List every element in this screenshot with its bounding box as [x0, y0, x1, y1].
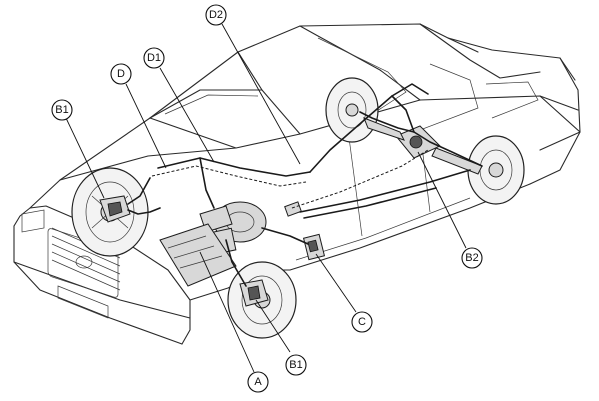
leader-a: [199, 251, 255, 373]
leader-d: [125, 83, 167, 169]
callout-b2-label: B2: [465, 252, 478, 264]
callout-leaders: [65, 23, 467, 373]
leader-b1-front: [255, 299, 291, 353]
callout-b1-front: B1: [285, 354, 307, 376]
callout-d-label: D: [117, 68, 125, 80]
front-right-caliper: [239, 279, 269, 307]
front-left-caliper: [99, 195, 131, 223]
leader-d1: [159, 67, 215, 163]
callout-c: C: [351, 311, 373, 333]
pressure-regulator: [302, 233, 326, 261]
license-plate: [57, 285, 109, 319]
brake-lines: [127, 83, 483, 287]
rear-axle-assembly: [363, 117, 483, 175]
callout-a: A: [247, 371, 269, 393]
rear-right-wheel: [467, 135, 525, 205]
leader-b2: [417, 151, 467, 249]
leader-c: [315, 253, 357, 313]
callout-d: D: [110, 63, 132, 85]
callout-c-label: C: [358, 316, 366, 328]
callout-d1: D1: [143, 47, 165, 69]
leader-d2: [221, 23, 301, 165]
callout-b1-left-label: B1: [55, 104, 68, 116]
badge-icon: [75, 255, 93, 269]
handbrake-assembly: [284, 201, 302, 217]
callout-b1-front-label: B1: [289, 359, 302, 371]
callout-d2: D2: [205, 4, 227, 26]
callout-b1-left: B1: [51, 99, 73, 121]
rear-left-wheel: [325, 77, 379, 143]
callout-d2-label: D2: [209, 9, 223, 21]
callout-d1-label: D1: [147, 52, 161, 64]
callout-b2: B2: [461, 247, 483, 269]
callout-a-label: A: [254, 376, 262, 388]
leader-b1-left: [65, 117, 105, 199]
engine-block: [159, 223, 237, 287]
